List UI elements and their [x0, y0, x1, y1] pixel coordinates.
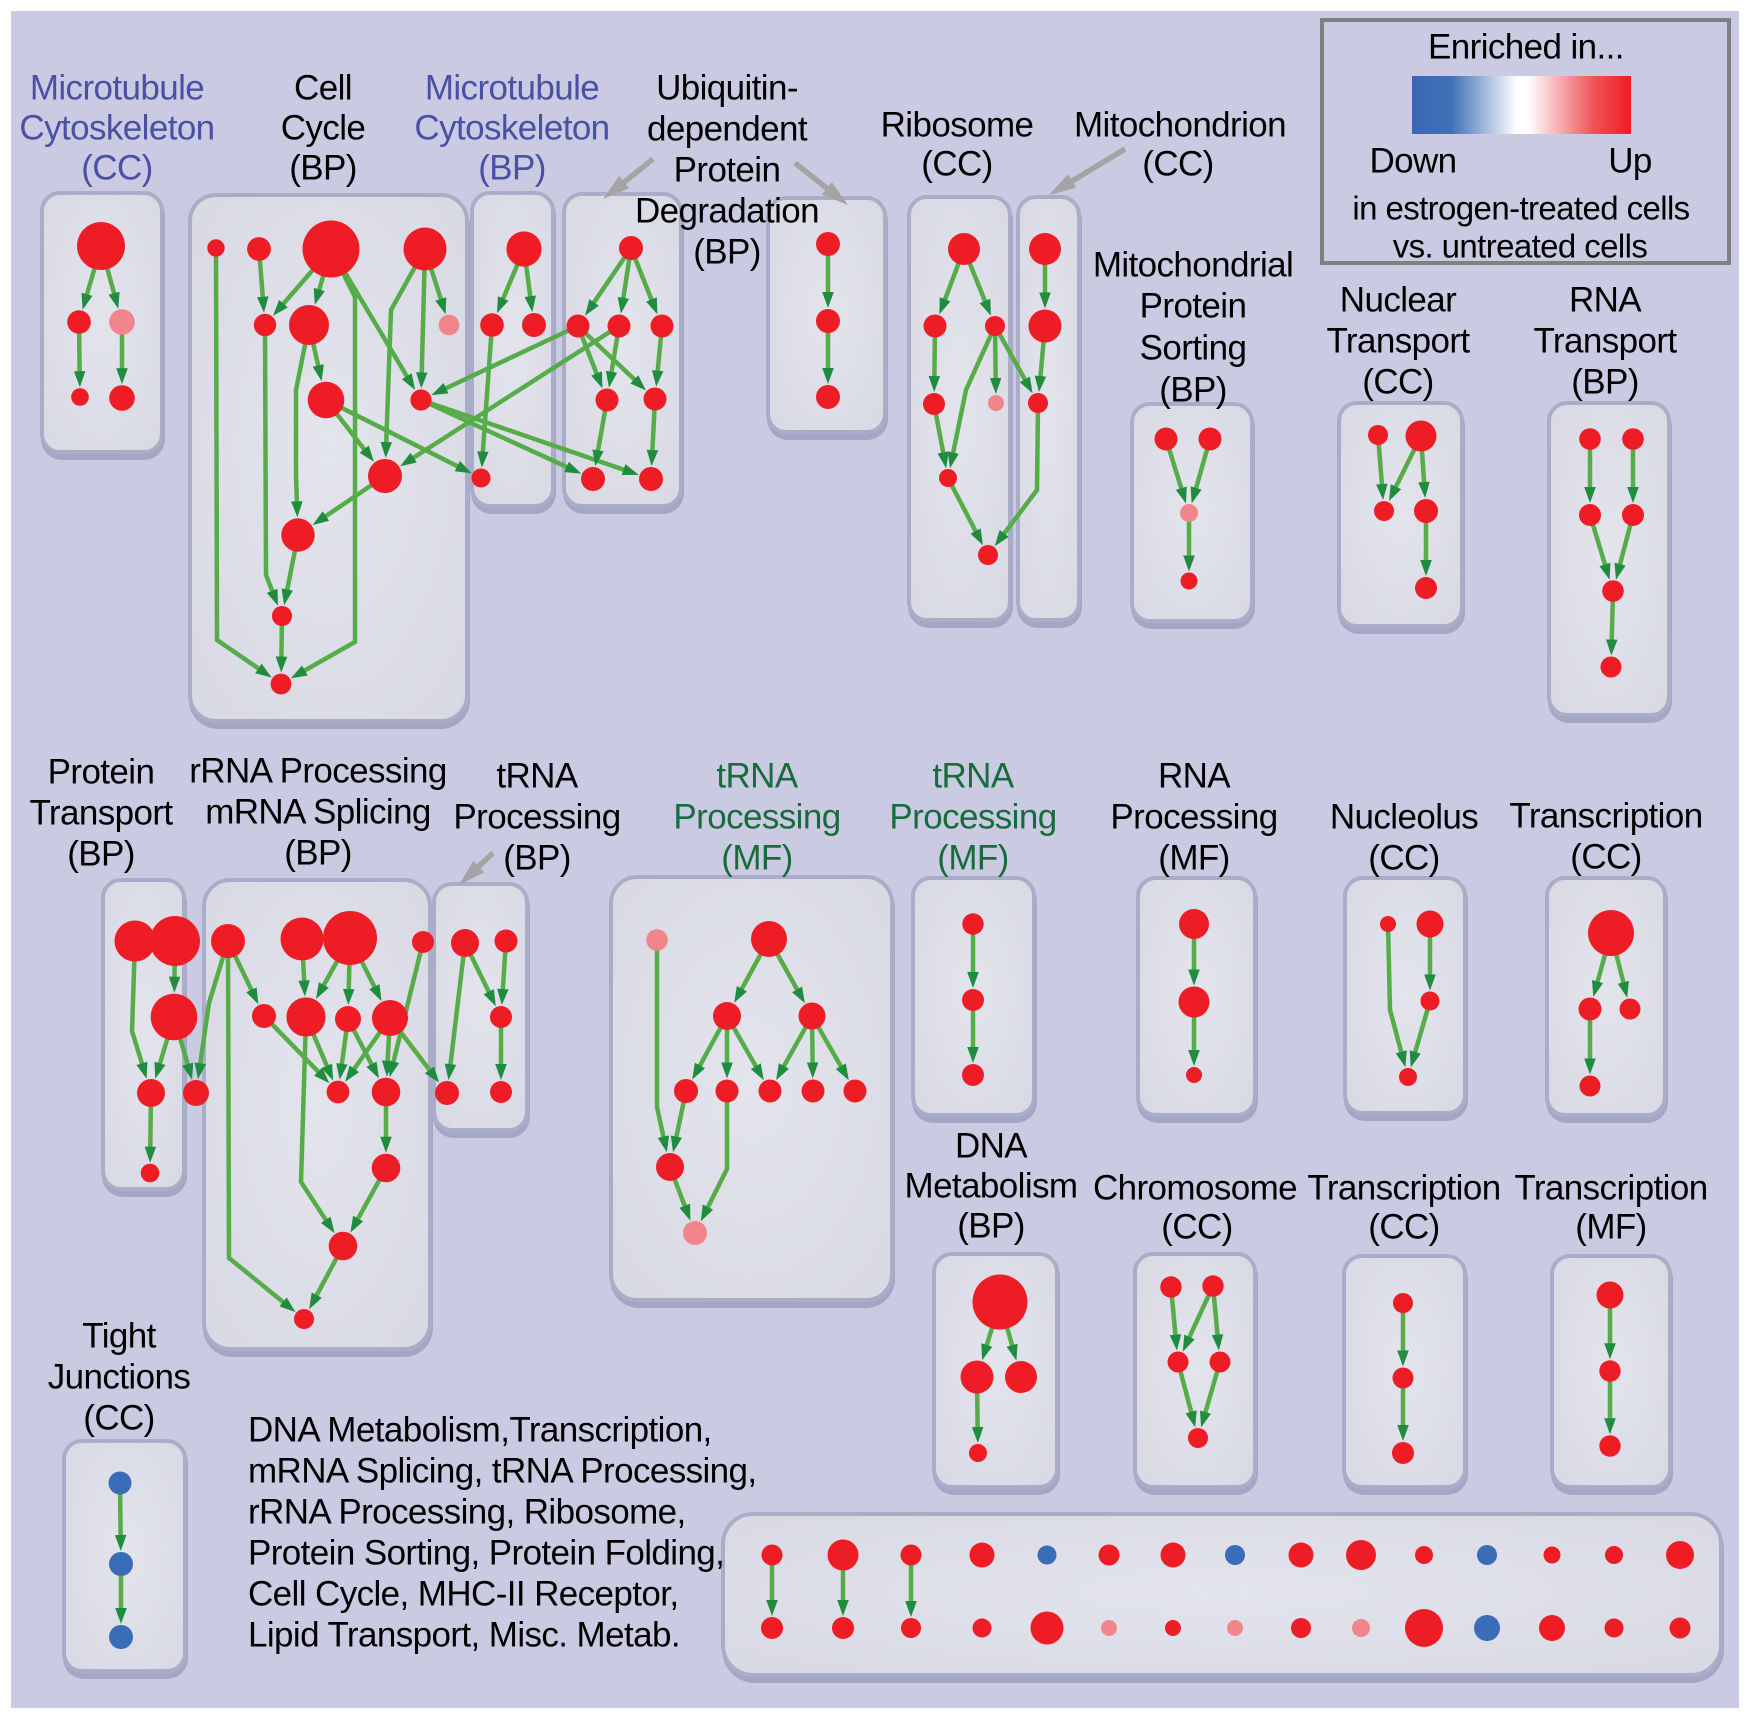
svg-text:Junctions: Junctions — [48, 1358, 191, 1397]
svg-text:(MF): (MF) — [721, 839, 792, 878]
svg-text:(CC): (CC) — [1368, 1208, 1439, 1247]
svg-text:rRNA Processing: rRNA Processing — [189, 752, 446, 791]
svg-text:Transcription: Transcription — [1307, 1169, 1500, 1208]
svg-text:Mitochondrion: Mitochondrion — [1074, 106, 1286, 145]
svg-text:tRNA: tRNA — [716, 757, 798, 796]
svg-text:(BP): (BP) — [478, 149, 546, 188]
svg-text:Processing: Processing — [1110, 798, 1277, 837]
svg-text:DNA: DNA — [955, 1127, 1028, 1166]
svg-text:Microtubule: Microtubule — [425, 69, 599, 108]
svg-text:Protein: Protein — [1140, 287, 1247, 326]
svg-text:(CC): (CC) — [1368, 839, 1439, 878]
svg-text:Protein Sorting, Protein Foldi: Protein Sorting, Protein Folding, — [248, 1534, 724, 1573]
svg-text:Mitochondrial: Mitochondrial — [1093, 246, 1293, 285]
svg-text:(CC): (CC) — [1161, 1208, 1232, 1247]
svg-text:Processing: Processing — [889, 798, 1056, 837]
svg-text:tRNA: tRNA — [496, 757, 578, 796]
svg-text:in estrogen-treated cells: in estrogen-treated cells — [1352, 190, 1689, 227]
svg-text:(CC): (CC) — [1362, 363, 1433, 402]
svg-text:(BP): (BP) — [693, 233, 761, 272]
svg-text:(BP): (BP) — [1571, 363, 1639, 402]
svg-text:Enriched in...: Enriched in... — [1428, 28, 1624, 67]
svg-text:(CC): (CC) — [1142, 145, 1213, 184]
svg-text:(CC): (CC) — [921, 145, 992, 184]
svg-text:(BP): (BP) — [957, 1207, 1025, 1246]
svg-text:mRNA Splicing: mRNA Splicing — [205, 793, 431, 832]
svg-text:Down: Down — [1369, 142, 1456, 181]
svg-text:(BP): (BP) — [289, 149, 357, 188]
svg-text:(MF): (MF) — [1575, 1208, 1646, 1247]
svg-text:(CC): (CC) — [83, 1399, 154, 1438]
svg-text:(BP): (BP) — [503, 839, 571, 878]
svg-text:Transcription: Transcription — [1514, 1169, 1707, 1208]
svg-text:tRNA: tRNA — [932, 757, 1014, 796]
svg-text:Transport: Transport — [1533, 322, 1677, 361]
svg-text:(BP): (BP) — [1159, 371, 1227, 410]
svg-text:Cycle: Cycle — [281, 109, 366, 148]
svg-text:Sorting: Sorting — [1140, 329, 1247, 368]
svg-text:(BP): (BP) — [67, 835, 135, 874]
svg-text:dependent: dependent — [647, 110, 808, 149]
svg-text:(BP): (BP) — [284, 834, 352, 873]
svg-text:Metabolism: Metabolism — [905, 1167, 1078, 1206]
svg-text:Microtubule: Microtubule — [30, 69, 204, 108]
svg-text:(CC): (CC) — [81, 149, 152, 188]
svg-text:Cytoskeleton: Cytoskeleton — [19, 109, 214, 148]
svg-text:Ribosome: Ribosome — [881, 106, 1034, 145]
svg-text:Processing: Processing — [453, 798, 620, 837]
svg-text:Cytoskeleton: Cytoskeleton — [414, 109, 609, 148]
svg-text:mRNA Splicing, tRNA Processing: mRNA Splicing, tRNA Processing, — [248, 1452, 757, 1491]
svg-text:Tight: Tight — [82, 1317, 156, 1356]
svg-text:(MF): (MF) — [937, 839, 1008, 878]
svg-text:Degradation: Degradation — [635, 192, 819, 231]
svg-text:RNA: RNA — [1569, 281, 1642, 320]
svg-text:Up: Up — [1608, 142, 1652, 181]
svg-text:Cell Cycle, MHC-II Receptor,: Cell Cycle, MHC-II Receptor, — [248, 1575, 679, 1614]
svg-text:Lipid Transport, Misc. Metab.: Lipid Transport, Misc. Metab. — [248, 1616, 680, 1655]
svg-text:Chromosome: Chromosome — [1093, 1169, 1297, 1208]
svg-text:Transcription: Transcription — [1509, 797, 1702, 836]
svg-text:Protein: Protein — [674, 151, 781, 190]
svg-text:Processing: Processing — [673, 798, 840, 837]
svg-text:Nucleolus: Nucleolus — [1330, 798, 1478, 837]
svg-text:Transport: Transport — [29, 794, 173, 833]
svg-text:DNA Metabolism,Transcription,: DNA Metabolism,Transcription, — [248, 1411, 712, 1450]
svg-text:(MF): (MF) — [1158, 839, 1229, 878]
svg-text:RNA: RNA — [1158, 757, 1231, 796]
svg-text:(CC): (CC) — [1570, 838, 1641, 877]
svg-text:Protein: Protein — [48, 753, 155, 792]
svg-text:Nuclear: Nuclear — [1340, 281, 1457, 320]
svg-text:rRNA Processing, Ribosome,: rRNA Processing, Ribosome, — [248, 1493, 686, 1532]
svg-text:Ubiquitin-: Ubiquitin- — [656, 69, 798, 108]
svg-text:vs. untreated cells: vs. untreated cells — [1393, 228, 1648, 265]
svg-text:Cell: Cell — [294, 69, 352, 108]
svg-text:Transport: Transport — [1326, 322, 1470, 361]
